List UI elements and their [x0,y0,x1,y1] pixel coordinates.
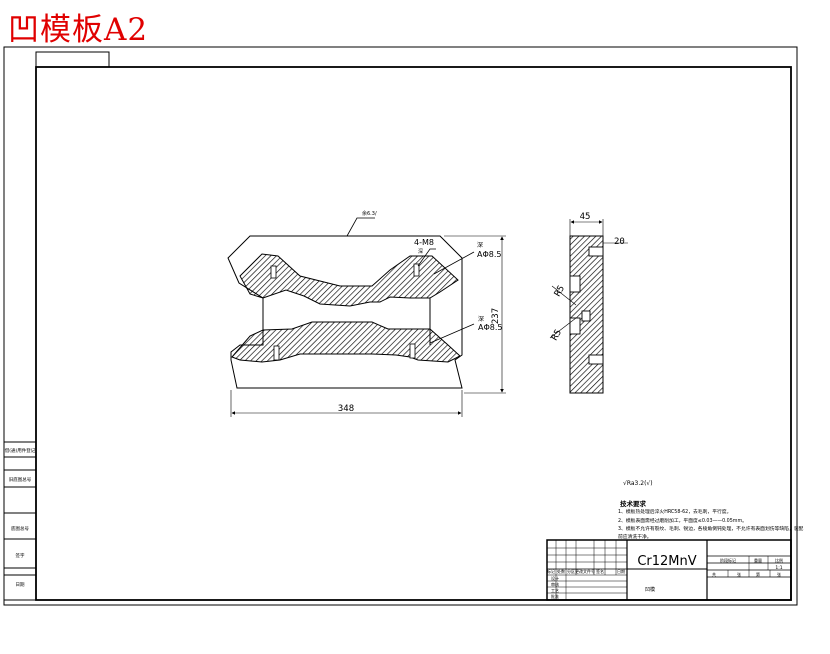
side-view: 45 20 R5 R5 [549,212,628,394]
side-label-sign: 签字 [16,552,25,559]
thread-holes [270,263,420,361]
sign-row-approve: 批准 [551,593,559,599]
stage-header-weight: 重量 [754,557,762,563]
notes-line-2: 2、模板表面需经过磨削加工，平面度≤0.03——0.05mm。 [618,517,747,524]
side-strip: 借(通)用件登记 旧底图总号 底图总号 签字 日期 [3,441,37,601]
drawing-title: 凹模板A2 [8,12,149,48]
notes-line-1: 1、模板热处理后淬火HRC58-62，去毛刺，平行度。 [618,508,731,515]
sign-row-check: 审核 [551,581,559,587]
side-label-old-total: 旧底图总号 [9,476,32,483]
sign-row-process: 工艺 [551,588,559,593]
front-view: 余6.3/ 4-M8 深 深 AΦ8.5 深 AΦ8.5 348 237 [227,210,506,417]
title-block: 标记 处数 分区 更改文件号 签名 日期 设计 审核 工艺 批准 Cr12MnV… [546,539,792,601]
notes-title: 技术要求 [620,499,647,508]
sheet-total-unit: 张 [737,571,741,577]
roughness-symbol: √Ra3.2(√) [623,480,653,487]
dim-thickness: 45 [580,212,591,222]
sign-row-design: 设计 [551,575,559,581]
side-label-date: 日期 [16,582,25,588]
dim-width: 348 [338,404,354,414]
rev-header-date: 日期 [617,568,625,574]
sheet-frame [3,46,798,606]
dim-step: 20 [614,237,625,247]
stage-header-mark: 阶段标记 [720,557,736,563]
hole-note-bottom-sub: 深 [478,315,484,323]
notes-line-4: 前应清洗干净。 [618,533,652,540]
stage-header-scale: 比例 [775,557,783,563]
side-label-base-total: 底图总号 [11,525,29,532]
notes-line-3: 3、模板不允许有裂纹、毛刺、锐边，各棱角倒钝处理，不允许有表面划伤等缺陷，装配 [618,525,804,532]
rev-header-zone: 分区 [567,568,575,574]
surface-symbol: 余6.3/ [362,210,377,217]
sheet-number-label: 第 [756,571,760,577]
dim-height: 237 [491,308,501,324]
rev-header-doc: 更改文件号 [575,568,595,574]
org-label: 凹模 [645,586,655,593]
sheet-total-label: 共 [712,571,716,577]
hole-note-top-sub: 深 [477,241,483,249]
hole-note-top-value: AΦ8.5 [477,250,502,259]
thread-note-sub: 深 [418,248,423,255]
dim-radius-bottom: R5 [550,328,564,342]
material: Cr12MnV [637,554,696,569]
thread-note-value: 4-M8 [414,238,434,247]
rev-header-sign: 签名 [596,568,604,574]
sheet-number-unit: 张 [777,571,781,577]
dim-radius-top: R5 [553,284,567,298]
side-label-borrowed: 借(通)用件登记 [5,447,36,454]
hole-note-bottom-value: AΦ8.5 [478,323,503,332]
technical-notes: √Ra3.2(√) 技术要求 1、模板热处理后淬火HRC58-62，去毛刺，平行… [618,480,804,540]
rev-header-mark: 标记 [547,568,555,574]
rev-header-count: 处数 [557,568,565,574]
scale-value: 1:1 [775,565,782,571]
